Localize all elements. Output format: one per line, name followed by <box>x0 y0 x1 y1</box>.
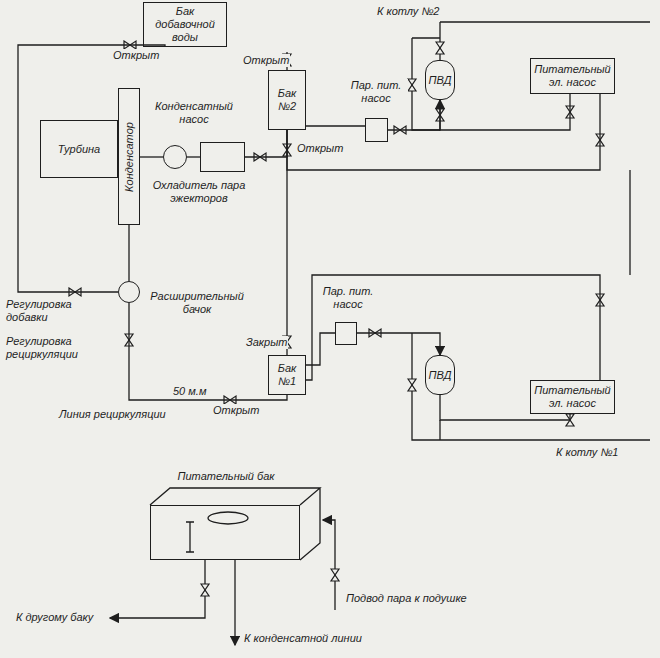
pipe-note: Открыт <box>212 404 260 417</box>
equipment-box: Питательный эл. насос <box>530 380 615 414</box>
node-heading: Пар. пит. насос <box>344 79 408 105</box>
equipment-box: Питательный бак <box>150 505 300 560</box>
node-heading: Охладитель пара эжекторов <box>149 179 249 205</box>
pipe-note: Регулировка добавки <box>5 298 79 324</box>
node-heading: Пар. пит. насос <box>320 285 376 311</box>
node-label: ПВД <box>429 74 452 87</box>
pipe-line <box>18 45 165 292</box>
pipe-note: Регулировка рециркуляции <box>5 335 107 361</box>
pipe-line <box>357 333 440 355</box>
node-heading: Конденсатный насос <box>154 100 234 126</box>
pipe-line <box>129 303 287 400</box>
pipe-line <box>187 156 200 157</box>
pipe-note: К другому баку <box>15 611 94 624</box>
pump-circle: Расширительный бачок <box>118 281 140 303</box>
pipe-note: Открыт <box>112 49 160 62</box>
node-label: Бак №2 <box>271 87 303 113</box>
equipment-box: Пар. пит. насос <box>365 118 388 142</box>
pipe-line <box>140 156 163 157</box>
node-label: Бак №1 <box>271 362 303 388</box>
equipment-box: Охладитель пара эжекторов <box>200 142 245 172</box>
equipment-box: Бак №2 <box>268 70 306 130</box>
equipment-box: Бак №1 <box>268 355 306 395</box>
node-label: Турбина <box>58 143 100 156</box>
pipe-note: Линия рециркуляции <box>58 408 167 421</box>
equipment-box: Конденсатор <box>118 88 140 225</box>
pipe-line <box>306 125 365 126</box>
pipe-line <box>287 94 600 170</box>
heater-box: ПВД <box>425 355 455 395</box>
pipe-note: Подвод пара к подушке <box>345 592 468 605</box>
pipe-line <box>440 94 570 130</box>
node-label: Питательный эл. насос <box>533 384 612 410</box>
node-label: ПВД <box>429 369 452 382</box>
pipe-line <box>245 130 287 157</box>
pipe-line <box>306 333 335 365</box>
pipe-note: К котлу №2 <box>376 5 440 18</box>
equipment-box: Бак добавочной воды <box>143 2 227 47</box>
equipment-box: Питательный эл. насос <box>530 58 615 94</box>
node-heading: Расширительный бачок <box>149 290 245 316</box>
pipe-line <box>128 225 129 281</box>
pipe-note: Открыт <box>296 142 344 155</box>
equipment-box: Пар. пит. насос <box>335 322 357 345</box>
heater-box: ПВД <box>425 60 455 100</box>
pump-circle: Конденсатный насос <box>163 145 187 169</box>
pipe-note: Закрыт <box>245 336 288 349</box>
pipe-note: Открыт <box>242 54 290 67</box>
pipe-note: К котлу №1 <box>555 446 619 459</box>
node-label: Конденсатор <box>123 122 136 192</box>
node-heading: Питательный бак <box>171 470 281 483</box>
node-label: Питательный эл. насос <box>533 63 612 89</box>
pipe-line <box>286 130 287 355</box>
equipment-box: Турбина <box>40 120 118 178</box>
pipe-line <box>306 275 600 380</box>
pipe-note: К конденсатной линии <box>243 632 363 645</box>
pipe-note: 50 м.м <box>172 385 207 398</box>
node-label: Бак добавочной воды <box>146 5 224 44</box>
